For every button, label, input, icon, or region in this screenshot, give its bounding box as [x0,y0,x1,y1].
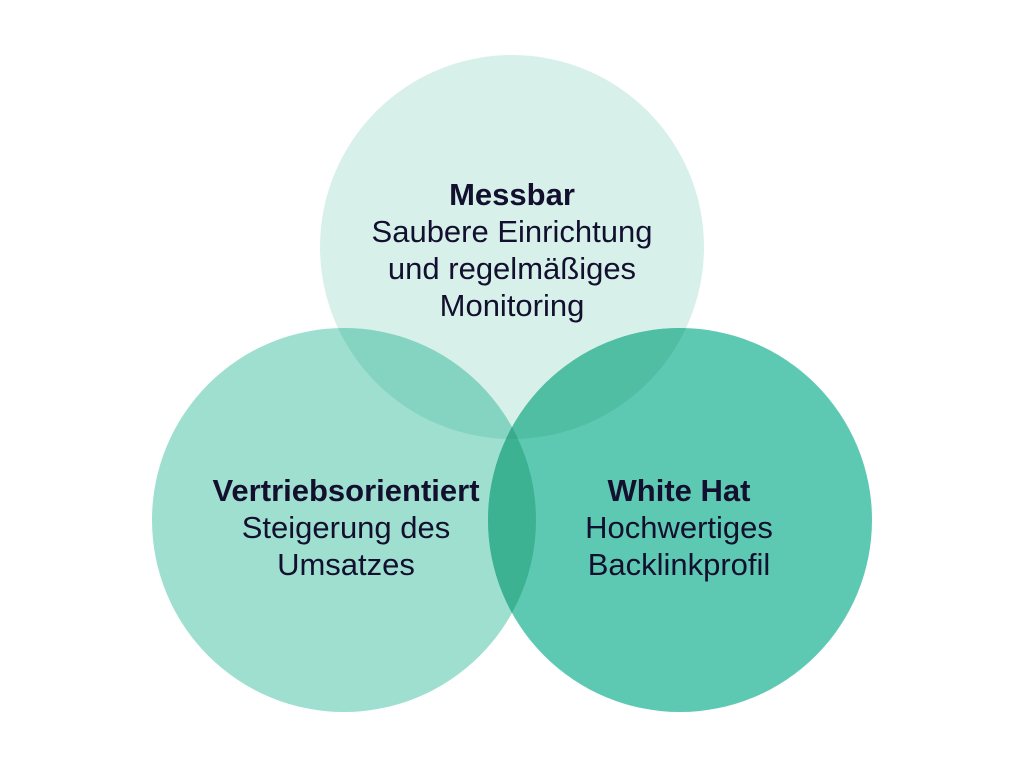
circle-text-line: Umsatzes [277,547,415,582]
overlap-messbar-vertriebsorientiert [320,328,536,439]
circle-text-line: Hochwertiges [585,510,773,545]
label-white-hat: White Hat Hochwertiges Backlinkprofil [519,472,839,583]
circle-text-line: und regelmäßiges [387,251,637,286]
overlap-messbar-white-hat [488,328,704,439]
circle-text-line: Monitoring [439,288,585,323]
circle-text-line: Saubere Einrichtung [371,214,653,249]
circle-title-vertriebsorientiert: Vertriebsorientiert [212,473,480,508]
circle-text-line: Backlinkprofil [587,547,771,582]
label-vertriebsorientiert: Vertriebsorientiert Steigerung des Umsat… [186,472,506,583]
label-messbar: Messbar Saubere Einrichtung und regelmäß… [352,176,672,324]
circle-title-white-hat: White Hat [607,473,751,508]
circle-title-messbar: Messbar [449,177,575,212]
circle-text-line: Steigerung des [241,510,451,545]
